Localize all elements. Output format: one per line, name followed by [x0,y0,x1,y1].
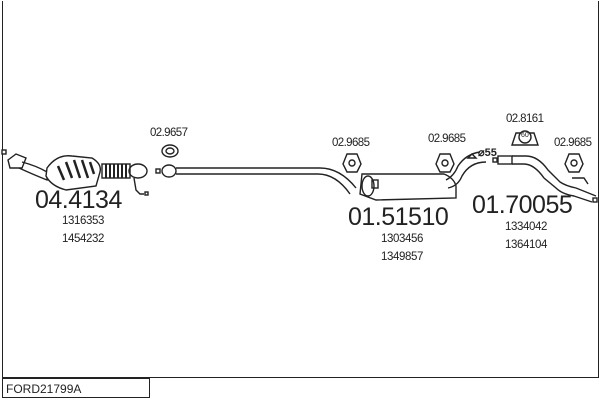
rear-pipe-ref-1: 1334042 [505,221,547,233]
part-number-catalyst: 04.4134 [35,186,122,214]
diagram-title: FORD21799A [6,382,82,396]
catalyst-ref-2: 1454232 [62,233,104,245]
accessory-label-mount-3: 02.9685 [554,137,592,149]
catalyst-ref-1: 1316353 [62,215,104,227]
catalytic-converter-shape [1,149,149,196]
accessory-label-mount-1: 02.9685 [332,137,370,149]
rubber-mount-shapes [342,130,584,173]
diameter-label: ⌀55 [478,147,497,159]
clamp-size-label: 60 [521,132,529,139]
middle-pipe-shape [155,164,357,195]
part-number-silencer: 01.51510 [348,203,449,231]
silencer-ref-1: 1303456 [381,233,423,245]
accessory-label-gasket: 02.9657 [150,127,188,139]
part-number-rear-pipe: 01.70055 [472,191,573,219]
rear-pipe-shape [492,155,598,203]
silencer-shape [359,151,487,201]
accessory-label-mount-2: 02.9685 [428,133,466,145]
gasket-shape [161,144,179,158]
rear-pipe-ref-2: 1364104 [505,239,547,251]
diagram-title-box: FORD21799A [2,378,150,398]
silencer-ref-2: 1349857 [381,251,423,263]
diagram-frame [2,1,599,378]
accessory-label-clamp: 02.8161 [506,113,544,125]
